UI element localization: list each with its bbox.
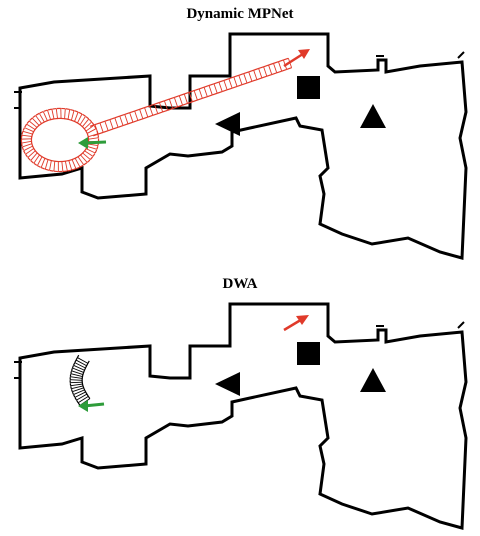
goal-arrow-icon [283,49,310,68]
panel-dwa: DWA [0,268,480,536]
occupancy-map [14,302,468,530]
panel-title: DWA [222,276,258,292]
start-arrow-icon [78,137,107,149]
panel-title: Dynamic MPNet [186,6,294,22]
occupancy-map [14,32,468,260]
triangle-obstacle-icon [360,368,386,392]
map-wall-detail [14,51,465,109]
triangle-obstacle-icon [215,372,240,396]
start-arrow-icon [78,400,105,412]
triangle-obstacle-icon [360,104,386,128]
map-wall-outline [18,32,468,260]
dwa-trajectory [69,354,91,406]
square-obstacle-icon [297,342,320,365]
triangle-obstacle-icon [215,112,240,136]
planned-path [20,57,293,173]
map-wall-detail [14,321,465,379]
panel-dynamic-mpnet: Dynamic MPNet [14,6,468,260]
map-wall-outline [18,302,468,530]
goal-arrow-icon [283,315,309,332]
square-obstacle-icon [297,76,320,99]
